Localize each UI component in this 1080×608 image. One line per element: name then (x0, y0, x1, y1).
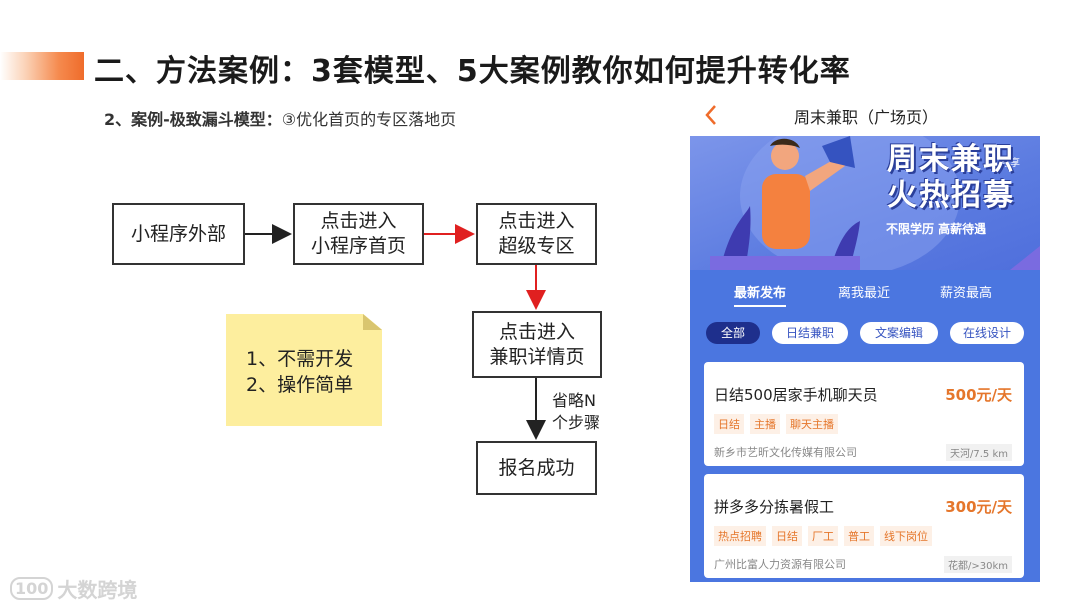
watermark-logo-icon: 100 (10, 577, 54, 600)
job-pay: 300元/天 (945, 498, 1012, 516)
chip-daily-pay[interactable]: 日结兼职 (772, 322, 848, 344)
edge-label-skip-steps: 省略N 个步骤 (552, 391, 601, 432)
job-tag: 聊天主播 (786, 414, 838, 434)
job-tags: 日结 主播 聊天主播 (714, 414, 838, 434)
flow-node-home: 点击进入 小程序首页 (293, 203, 424, 265)
job-tag: 厂工 (808, 526, 838, 546)
flow-node-zone: 点击进入 超级专区 (476, 203, 597, 265)
section-subtitle: 2、案例-极致漏斗模型：③优化首页的专区落地页 (104, 106, 456, 130)
sticky-note-text: 1、不需开发 2、操作简单 (246, 348, 354, 396)
flow-node-outside: 小程序外部 (112, 203, 245, 265)
banner-title: 周末兼职 火热招募 (887, 142, 1015, 213)
job-company: 新乡市艺昕文化传媒有限公司 (714, 446, 857, 459)
tab-nearest[interactable]: 离我最近 (838, 286, 891, 301)
job-tag: 热点招聘 (714, 526, 766, 546)
page-title: 二、方法案例：3套模型、5大案例教你如何提升转化率 (94, 54, 851, 89)
promo-banner[interactable]: 分享 周末兼职 火热招募 不限学历 高薪待遇 (690, 136, 1040, 270)
job-title: 日结500居家手机聊天员 (714, 386, 878, 404)
job-tag: 日结 (714, 414, 744, 434)
tab-highest-pay[interactable]: 薪资最高 (940, 286, 993, 301)
sort-tabs: 最新发布 离我最近 薪资最高 (690, 282, 1040, 312)
flow-node-detail: 点击进入 兼职详情页 (472, 311, 602, 378)
chip-online-design[interactable]: 在线设计 (950, 322, 1024, 344)
sticky-note (226, 314, 382, 426)
banner-illustration (710, 136, 1040, 270)
job-tag: 线下岗位 (880, 526, 932, 546)
share-button[interactable]: 分享 (1000, 158, 1020, 169)
back-chevron-icon[interactable] (704, 104, 718, 126)
chip-all[interactable]: 全部 (706, 322, 760, 344)
job-distance: 花都/>30km (943, 556, 1012, 573)
tab-latest[interactable]: 最新发布 (734, 282, 787, 307)
title-accent-bar (0, 52, 84, 80)
job-tags: 热点招聘 日结 厂工 普工 线下岗位 (714, 526, 932, 546)
banner-subtitle: 不限学历 高薪待遇 (886, 222, 987, 236)
job-title: 拼多多分拣暑假工 (714, 498, 835, 516)
job-company: 广州比富人力资源有限公司 (714, 558, 846, 571)
flow-node-success: 报名成功 (476, 441, 597, 495)
job-card[interactable]: 拼多多分拣暑假工 300元/天 热点招聘 日结 厂工 普工 线下岗位 广州比富人… (704, 474, 1024, 578)
job-tag: 日结 (772, 526, 802, 546)
job-tag: 普工 (844, 526, 874, 546)
job-distance: 天河/7.5 km (946, 444, 1012, 461)
phone-page-title: 周末兼职（广场页） (793, 108, 938, 127)
subtitle-normal: ③优化首页的专区落地页 (281, 110, 457, 129)
phone-screen: 分享 周末兼职 火热招募 不限学历 高薪待遇 最新发布 离我最近 薪资最高 全部… (690, 136, 1040, 582)
job-pay: 500元/天 (945, 386, 1012, 404)
subtitle-bold: 2、案例-极致漏斗模型： (104, 110, 282, 129)
job-card[interactable]: 日结500居家手机聊天员 500元/天 日结 主播 聊天主播 新乡市艺昕文化传媒… (704, 362, 1024, 466)
watermark-logo: 100 大数跨境 (10, 574, 137, 603)
watermark-text: 大数跨境 (57, 578, 138, 602)
chip-copywriting[interactable]: 文案编辑 (860, 322, 938, 344)
job-tag: 主播 (750, 414, 780, 434)
